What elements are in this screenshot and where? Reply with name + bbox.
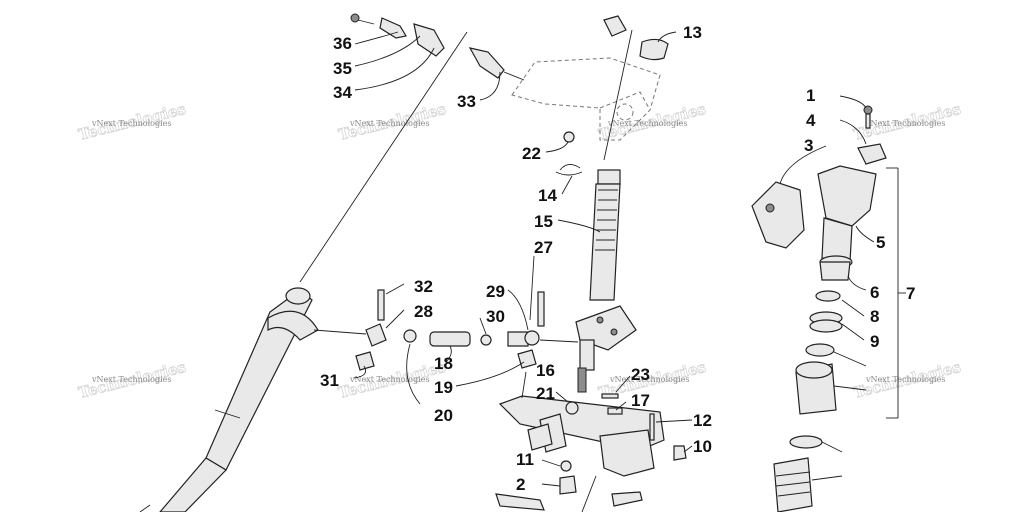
part-label: 14 <box>538 186 557 205</box>
part-label: 33 <box>457 92 476 111</box>
part-labels: 36 35 34 33 13 22 14 15 27 32 28 29 30 1… <box>320 23 915 494</box>
part-label: 4 <box>806 111 816 130</box>
watermark-text: vNext Technologies <box>349 119 429 128</box>
part-label: 23 <box>631 365 650 384</box>
part-label: 36 <box>333 34 352 53</box>
watermark-text: vNext Technologies <box>865 375 945 384</box>
bracket-outline <box>511 57 661 141</box>
washer-and-ring <box>555 131 583 176</box>
part-label: 12 <box>693 411 712 430</box>
part-label: 21 <box>536 384 555 403</box>
part-label: 17 <box>631 391 650 410</box>
tie-rod-end-parts <box>350 13 525 81</box>
watermark-text: vNext Technologies <box>349 375 429 384</box>
part-label: 8 <box>870 307 879 326</box>
part-label: 9 <box>870 332 879 351</box>
part-label: 1 <box>806 86 815 105</box>
part-label: 20 <box>434 406 453 425</box>
part-label: 30 <box>486 307 505 326</box>
part-label: 6 <box>870 283 879 302</box>
part-label: 19 <box>434 378 453 397</box>
watermark-text: vNext Technologies <box>607 119 687 128</box>
watermark-text: vNext Technologies <box>91 119 171 128</box>
part-label: 11 <box>516 450 534 469</box>
part-label: 22 <box>522 144 541 163</box>
leader-lines <box>353 31 875 487</box>
part-label: 2 <box>516 475 525 494</box>
steering-shaft <box>139 31 468 512</box>
watermark-text: vNext Technologies <box>865 119 945 128</box>
steering-post <box>575 169 637 393</box>
part-label: 3 <box>804 136 813 155</box>
part-label: 29 <box>486 282 505 301</box>
clip-and-bushing <box>603 15 669 161</box>
part-label: 34 <box>333 83 352 102</box>
part-label: 5 <box>876 233 885 252</box>
steering-column-assembly <box>751 105 906 512</box>
part-label: 31 <box>320 371 339 390</box>
watermark-text: vNext Technologies <box>609 375 689 384</box>
watermark-text: vNext Technologies <box>91 375 171 384</box>
part-label: 13 <box>683 23 702 42</box>
part-label: 18 <box>434 354 453 373</box>
part-label: 28 <box>414 302 433 321</box>
part-label: 27 <box>534 238 553 257</box>
part-label: 16 <box>536 361 555 380</box>
part-label: 32 <box>414 277 433 296</box>
part-label: 7 <box>906 284 915 303</box>
part-label: 35 <box>333 59 352 78</box>
part-label: 15 <box>534 212 553 231</box>
part-label: 10 <box>693 437 712 456</box>
lower-bracket <box>495 393 687 512</box>
